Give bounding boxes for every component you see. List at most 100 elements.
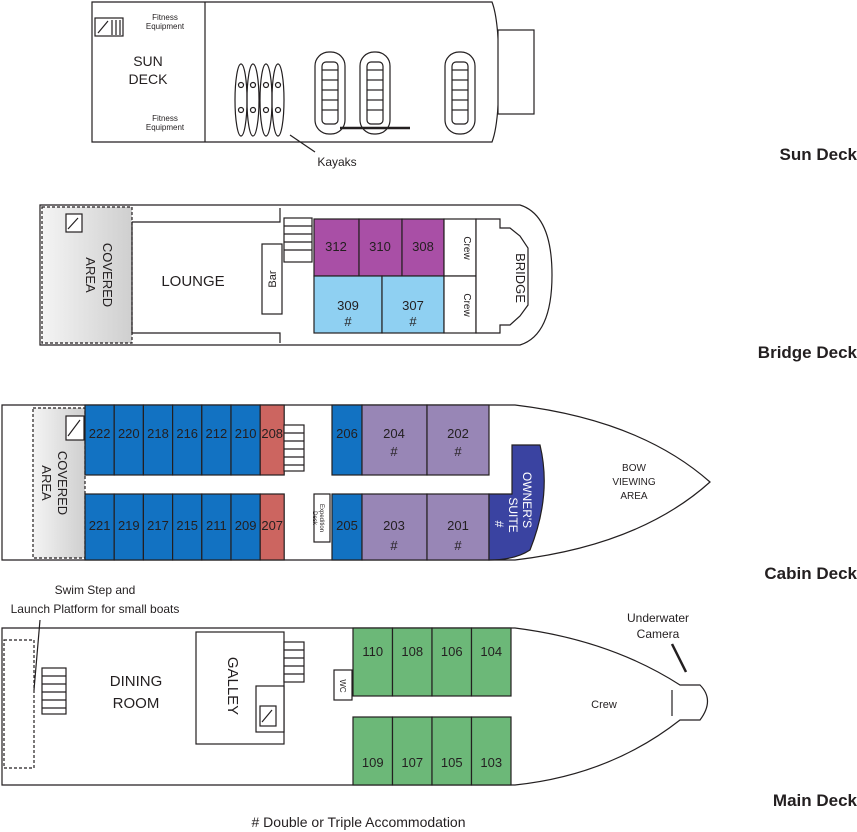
cabin-216-label: 216 — [176, 426, 198, 441]
suite-202[interactable] — [426, 404, 490, 476]
cabin-207-label: 207 — [261, 518, 283, 533]
cabin-209[interactable] — [230, 493, 261, 561]
cabin-218[interactable] — [142, 404, 174, 476]
cabin-109[interactable] — [352, 716, 394, 786]
cabin-215[interactable] — [172, 493, 203, 561]
wc-room — [333, 669, 353, 701]
cabin-220-label: 220 — [118, 426, 140, 441]
cabin-210[interactable] — [230, 404, 261, 476]
swim-step-label-2: Launch Platform for small boats — [11, 602, 180, 616]
suite-201-mark: # — [454, 538, 462, 553]
stairs-icon — [259, 705, 277, 727]
cabin-108[interactable] — [391, 627, 433, 697]
cabin-307[interactable] — [381, 275, 445, 334]
crew-room-top — [443, 218, 477, 277]
cabin-covered-label-2: AREA — [39, 465, 54, 501]
cabin-103-label: 103 — [480, 755, 502, 770]
dining-label-2: ROOM — [113, 695, 160, 712]
cabin-212[interactable] — [201, 404, 232, 476]
galley-stairs — [283, 641, 305, 683]
suite-203-label: 203 — [383, 518, 405, 533]
sun-area-label-2: DECK — [129, 71, 169, 87]
cabin-310-label: 310 — [369, 239, 391, 254]
cabin-105[interactable] — [431, 716, 473, 786]
cabin-219-label: 219 — [118, 518, 140, 533]
cabin-312-label: 312 — [325, 239, 347, 254]
bow-area-label-2: VIEWING — [612, 477, 656, 488]
cabin-104-label: 104 — [480, 644, 502, 659]
cabin-207[interactable] — [259, 493, 285, 561]
cabin-309-label: 309 — [337, 298, 359, 313]
suite-204-mark: # — [390, 444, 398, 459]
crew-top-label: Crew — [461, 236, 472, 260]
owners-suite-label-2: SUITE — [506, 497, 520, 532]
main-crew-label: Crew — [591, 699, 617, 711]
main-deck-outline — [1, 627, 709, 786]
sun-deck-bow-box — [497, 29, 535, 115]
camera-label-2: Camera — [637, 627, 680, 641]
bridge-room — [475, 218, 529, 334]
crew-bottom-label: Crew — [461, 293, 472, 317]
bridge-deck-title: Bridge Deck — [757, 343, 857, 362]
cabin-covered-label-1: COVERED — [55, 451, 70, 515]
bow-area-label-3: AREA — [620, 491, 648, 502]
bridge-covered-area — [41, 206, 133, 344]
sun-area-label-1: SUN — [133, 53, 163, 69]
cabin-310[interactable] — [358, 218, 403, 277]
cabin-220[interactable] — [113, 404, 144, 476]
cabin-308[interactable] — [401, 218, 445, 277]
cabin-110[interactable] — [352, 627, 394, 697]
cabin-108-label: 108 — [401, 644, 423, 659]
stairs-icon — [65, 415, 85, 441]
cabin-206[interactable] — [331, 404, 363, 476]
owners-suite-mark: # — [492, 521, 506, 528]
cabin-210-label: 210 — [235, 426, 257, 441]
swim-step-pointer — [33, 619, 41, 691]
suite-204[interactable] — [361, 404, 428, 476]
owners-suite-label-1: OWNER'S — [520, 472, 534, 528]
main-deck-title: Main Deck — [772, 791, 857, 810]
sun-deck-title: Sun Deck — [779, 145, 857, 164]
stairs-icon — [94, 17, 124, 37]
main-aft-stairs — [41, 667, 67, 715]
cabin-103[interactable] — [470, 716, 512, 786]
suite-203[interactable] — [361, 493, 428, 561]
bridge-covered-label-2: AREA — [83, 257, 98, 293]
owners-suite[interactable] — [488, 444, 545, 561]
sun-fitness-bottom-2: Equipment — [146, 123, 185, 132]
cabin-211[interactable] — [201, 493, 232, 561]
swim-step-platform — [3, 639, 35, 769]
suite-201-label: 201 — [447, 518, 469, 533]
cabin-107-label: 107 — [401, 755, 423, 770]
cabin-deck-title: Cabin Deck — [764, 564, 857, 583]
cabin-107[interactable] — [391, 716, 433, 786]
suite-202-mark: # — [454, 444, 462, 459]
cabin-217-label: 217 — [147, 518, 169, 533]
cabin-109-label: 109 — [362, 755, 384, 770]
accommodation-legend: # Double or Triple Accommodation — [251, 814, 466, 830]
bridge-stairs — [283, 217, 313, 263]
suite-201[interactable] — [426, 493, 490, 561]
cabin-215-label: 215 — [176, 518, 198, 533]
sun-fitness-top-2: Equipment — [146, 22, 185, 31]
bar-counter — [261, 243, 283, 315]
cabin-309[interactable] — [313, 275, 383, 334]
cabin-216[interactable] — [172, 404, 203, 476]
cabin-104[interactable] — [470, 627, 512, 697]
bridge-deck-plan: COVERED AREA LOUNGE Bar 312 310 308 309 … — [39, 204, 553, 346]
bridge-covered-label-1: COVERED — [100, 243, 115, 307]
cabin-209-label: 209 — [235, 518, 257, 533]
cabin-312[interactable] — [313, 218, 360, 277]
cabin-221-label: 221 — [89, 518, 111, 533]
cabin-218-label: 218 — [147, 426, 169, 441]
cabin-222[interactable] — [84, 404, 115, 476]
bridge-room-label: BRIDGE — [513, 253, 528, 303]
cabin-106[interactable] — [431, 627, 473, 697]
